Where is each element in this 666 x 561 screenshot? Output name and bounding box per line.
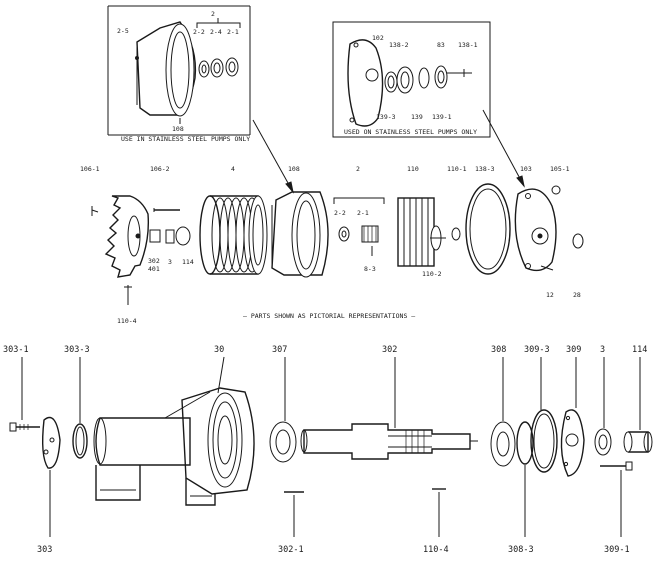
label-303-1: 303-1 <box>3 345 29 355</box>
inset-left-caption: USE IN STAINLESS STEEL PUMPS ONLY <box>121 135 250 143</box>
label-102: 102 <box>372 34 384 42</box>
label-139: 139 <box>411 113 423 121</box>
label-309-1: 309-1 <box>604 545 630 555</box>
label-303-3: 303-3 <box>64 345 90 355</box>
part-103-plate <box>514 185 584 272</box>
part-110-impeller <box>397 197 446 267</box>
label-83: 83 <box>437 41 445 49</box>
label-2-4: 2-4 <box>210 28 222 36</box>
label-2-5: 2-5 <box>117 27 129 35</box>
label-3-lower: 3 <box>600 345 605 355</box>
label-8-3: 8-3 <box>364 265 376 273</box>
label-2-1-upper: 2-1 <box>357 209 369 217</box>
label-2-2-upper: 2-2 <box>334 209 346 217</box>
label-138-1: 138-1 <box>458 41 478 49</box>
inset-pointer-arrows <box>252 109 525 194</box>
label-2-1: 2-1 <box>227 28 239 36</box>
label-302-1: 302-1 <box>278 545 304 555</box>
label-308: 308 <box>491 345 506 355</box>
label-302-upper: 302 <box>148 257 160 265</box>
label-108-upper: 108 <box>288 165 300 173</box>
label-139-1: 139-1 <box>432 113 452 121</box>
label-114-upper: 114 <box>182 258 194 266</box>
upper-caption: — PARTS SHOWN AS PICTORIAL REPRESENTATIO… <box>243 312 415 320</box>
label-106-1: 106-1 <box>80 165 100 173</box>
label-2: 2 <box>211 10 215 18</box>
label-3-upper: 3 <box>168 258 172 266</box>
label-309: 309 <box>566 345 581 355</box>
label-28: 28 <box>573 291 581 299</box>
label-138-3: 138-3 <box>475 165 495 173</box>
label-139-3: 139-3 <box>376 113 396 121</box>
part-4-coil <box>199 195 268 275</box>
label-105-1: 105-1 <box>550 165 570 173</box>
part-302-shaft <box>300 423 478 460</box>
lower-exploded-view: 303-1 303-3 30 307 302 308 309-3 309 3 1… <box>3 345 653 555</box>
label-12: 12 <box>546 291 554 299</box>
label-30: 30 <box>214 345 224 355</box>
label-110-4-lower: 110-4 <box>423 545 449 555</box>
label-302-lower: 302 <box>382 345 397 355</box>
inset-right-caption: USED ON STAINLESS STEEL PUMPS ONLY <box>344 128 477 136</box>
upper-exploded-view: 106-1 106-2 4 108 2 110 110-1 138-3 103 … <box>80 165 584 325</box>
part-30-motor <box>93 387 255 506</box>
label-2-2: 2-2 <box>193 28 205 36</box>
label-110-1: 110-1 <box>447 165 467 173</box>
label-110: 110 <box>407 165 419 173</box>
label-308-3: 308-3 <box>508 545 534 555</box>
label-106-2: 106-2 <box>150 165 170 173</box>
label-110-4-upper: 110-4 <box>117 317 137 325</box>
label-4: 4 <box>231 165 235 173</box>
inset-stainless-seal-right: 102 138-2 83 138-1 139-3 139 139-1 USED … <box>332 21 491 138</box>
part-106-1-cover <box>91 195 150 278</box>
label-303: 303 <box>37 545 52 555</box>
inset-stainless-seal-left: 2-5 2 2-2 2-4 2-1 108 USE IN STAINLESS S… <box>107 5 251 143</box>
label-309-3: 309-3 <box>524 345 550 355</box>
part-108-housing <box>271 191 329 278</box>
label-401: 401 <box>148 265 160 273</box>
label-103: 103 <box>520 165 532 173</box>
label-2-upper: 2 <box>356 165 360 173</box>
label-108: 108 <box>172 125 184 133</box>
label-307: 307 <box>272 345 287 355</box>
label-114-lower: 114 <box>632 345 647 355</box>
label-110-2: 110-2 <box>422 270 442 278</box>
label-138-2: 138-2 <box>389 41 409 49</box>
